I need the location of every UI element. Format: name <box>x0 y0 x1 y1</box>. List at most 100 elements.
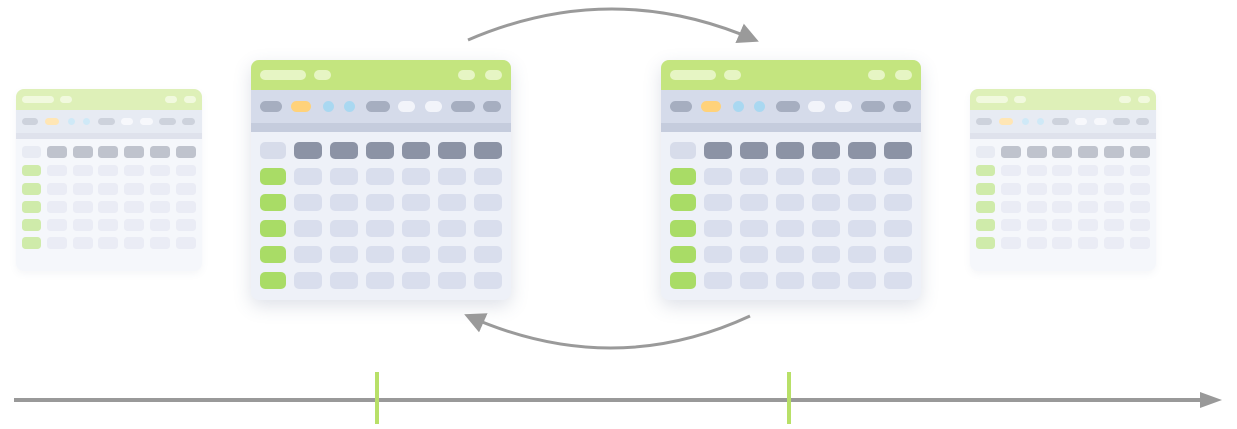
title-bar-pill <box>1118 96 1131 103</box>
window-title-bar <box>970 89 1156 110</box>
toolbar-button <box>98 117 116 126</box>
data-cell <box>294 272 322 289</box>
data-cell <box>1103 219 1124 232</box>
column-header-cell <box>46 146 67 159</box>
data-cell <box>776 194 804 211</box>
toolbar-button <box>483 101 501 112</box>
data-cell <box>175 164 196 177</box>
toolbar-button <box>425 101 442 112</box>
data-cell <box>776 168 804 185</box>
window-toolbar <box>970 110 1156 134</box>
window-toolbar <box>251 90 511 123</box>
row-header-cell <box>22 164 42 177</box>
data-cell <box>704 246 732 263</box>
column-header-cell <box>740 142 768 159</box>
data-cell <box>812 168 840 185</box>
data-cell <box>474 220 502 237</box>
data-cell <box>740 246 768 263</box>
data-cell <box>330 272 358 289</box>
column-header-cell <box>149 146 170 159</box>
data-cell <box>474 168 502 185</box>
data-cell <box>438 194 466 211</box>
title-bar-pill <box>1137 96 1150 103</box>
data-cell <box>474 194 502 211</box>
data-cell <box>330 168 358 185</box>
data-cell <box>175 182 196 195</box>
data-cell <box>149 237 170 250</box>
data-cell <box>366 272 394 289</box>
data-cell <box>124 219 145 232</box>
column-header-cell <box>294 142 322 159</box>
toolbar-button <box>1052 117 1070 126</box>
row-header-cell <box>670 220 696 237</box>
data-cell <box>98 219 119 232</box>
data-cell <box>474 246 502 263</box>
data-cell <box>46 182 67 195</box>
toolbar-button <box>754 101 765 112</box>
data-cell <box>72 219 93 232</box>
title-bar-pill <box>976 96 1009 103</box>
toolbar-button <box>1036 117 1045 126</box>
data-cell <box>1052 200 1073 213</box>
window-toolbar <box>661 90 921 123</box>
row-header-cell <box>976 200 996 213</box>
data-cell <box>294 246 322 263</box>
data-cell <box>98 200 119 213</box>
data-cell <box>1078 164 1099 177</box>
column-header-cell <box>848 142 876 159</box>
data-cell <box>175 219 196 232</box>
row-header-cell <box>260 246 286 263</box>
toolbar-button <box>1113 117 1131 126</box>
cycle-arrow-forward <box>467 7 759 43</box>
title-bar-pill <box>458 70 475 80</box>
toolbar-button <box>181 117 195 126</box>
toolbar-button <box>398 101 415 112</box>
data-cell <box>1026 164 1047 177</box>
toolbar-divider <box>970 133 1156 140</box>
toolbar-button <box>835 101 852 112</box>
data-cell <box>1103 164 1124 177</box>
data-cell <box>1129 219 1150 232</box>
toolbar-button <box>701 101 721 112</box>
title-bar-pill <box>724 70 741 80</box>
data-cell <box>438 246 466 263</box>
toolbar-divider <box>661 123 921 132</box>
spreadsheet-grid <box>16 139 202 271</box>
row-header-cell <box>670 194 696 211</box>
data-cell <box>848 194 876 211</box>
spreadsheet-grid <box>251 132 511 300</box>
column-header-cell <box>1052 146 1073 159</box>
toolbar-button <box>291 101 311 112</box>
data-cell <box>149 200 170 213</box>
corner-cell <box>22 146 42 159</box>
toolbar-button <box>976 117 993 126</box>
data-cell <box>46 237 67 250</box>
data-cell <box>884 246 912 263</box>
toolbar-button <box>893 101 911 112</box>
corner-cell <box>670 142 696 159</box>
data-cell <box>46 200 67 213</box>
data-cell <box>1129 182 1150 195</box>
data-cell <box>294 220 322 237</box>
data-cell <box>1078 182 1099 195</box>
data-cell <box>1000 219 1021 232</box>
column-header-cell <box>704 142 732 159</box>
data-cell <box>402 220 430 237</box>
data-cell <box>1078 200 1099 213</box>
toolbar-button <box>808 101 825 112</box>
data-cell <box>704 194 732 211</box>
spreadsheet-grid <box>970 139 1156 271</box>
data-cell <box>1026 237 1047 250</box>
data-cell <box>1078 219 1099 232</box>
row-header-cell <box>22 219 42 232</box>
row-header-cell <box>670 272 696 289</box>
data-cell <box>72 164 93 177</box>
data-cell <box>1052 182 1073 195</box>
window-title-bar <box>661 60 921 90</box>
data-cell <box>776 220 804 237</box>
data-cell <box>1129 237 1150 250</box>
column-header-cell <box>175 146 196 159</box>
toolbar-divider <box>16 133 202 140</box>
data-cell <box>124 200 145 213</box>
data-cell <box>366 168 394 185</box>
